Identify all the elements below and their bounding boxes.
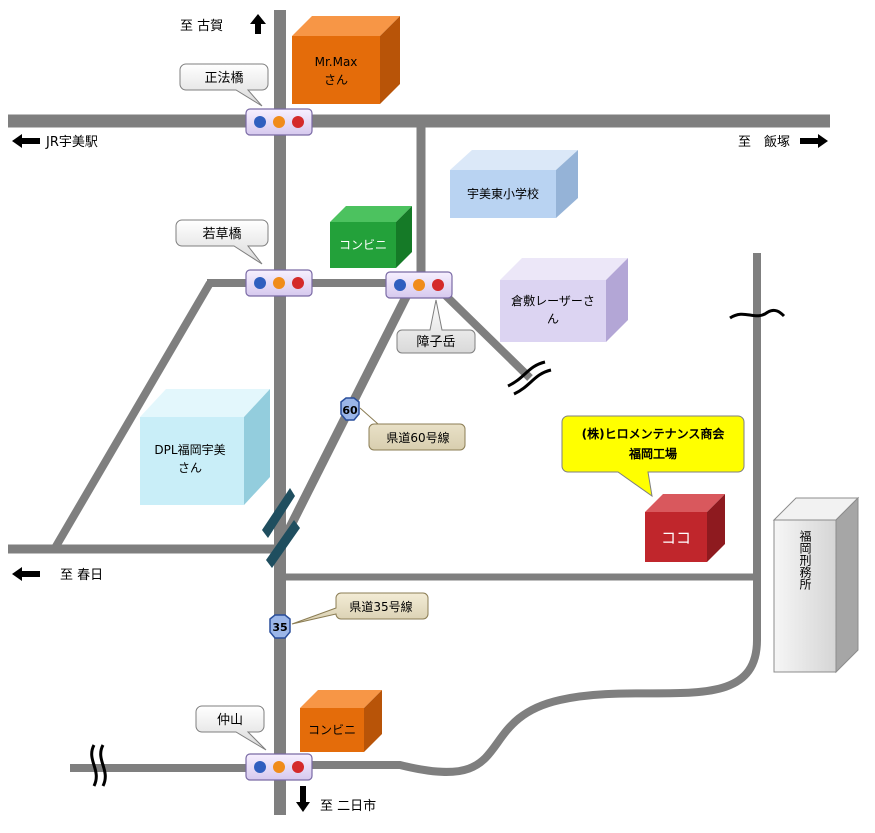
intersection-name-top: 正法橋 [204, 71, 243, 86]
route-60-shield-icon [340, 397, 360, 421]
kurashiki-label-2: ん [547, 312, 559, 326]
road-right-winding [300, 253, 761, 776]
overpass-mark-lower [266, 520, 300, 568]
conv-bottom-label: コンビニ [308, 723, 356, 737]
building-convenience-top: コンビニ [330, 206, 412, 268]
arrow-up-icon [250, 14, 266, 34]
building-kurashiki: 倉敷レーザーさ ん [500, 258, 628, 342]
building-dpl: DPL福岡宇美 さん [140, 389, 270, 505]
intersection-label-right: 障子岳 [396, 299, 476, 354]
conv-top-label: コンビニ [339, 238, 387, 252]
callout-line-2: 福岡工場 [628, 446, 677, 461]
road-35-sign: 35 県道35号線 [269, 592, 429, 639]
intersection-label-mid: 若草橋 [175, 219, 269, 265]
road-60-diagonal [267, 286, 415, 566]
direction-west2: 至 春日 [12, 567, 103, 583]
direction-north: 至 古賀 [180, 14, 266, 34]
road-branch-lower-right [437, 287, 533, 381]
traffic-signal-top [245, 108, 313, 136]
traffic-signal-right [385, 271, 453, 299]
building-mrmax: Mr.Max さん [292, 16, 400, 104]
prison-label: 福岡刑務所 [798, 529, 812, 590]
direction-east: 至 飯塚 [738, 134, 828, 150]
traffic-signal-mid [245, 269, 313, 297]
mrmax-label-2: さん [324, 73, 348, 87]
company-callout: (株)ヒロメンテナンス商会 福岡工場 [561, 415, 745, 498]
building-convenience-bottom: コンビニ [300, 690, 382, 752]
direction-east-label: 至 飯塚 [738, 135, 790, 150]
intersection-name-mid: 若草橋 [202, 226, 241, 242]
route-60-number: 60 [342, 404, 358, 417]
route-35-number: 35 [272, 621, 287, 634]
break-mark-bottom-left-2 [99, 744, 107, 787]
kurashiki-label-1: 倉敷レーザーさ [511, 293, 595, 308]
mrmax-label-1: Mr.Max [315, 55, 358, 69]
route-35-shield-icon [269, 614, 291, 639]
overpass-mark-upper [262, 488, 295, 538]
direction-west-label: JR宇美駅 [45, 135, 98, 150]
building-prison: 福岡刑務所 [772, 496, 860, 674]
break-mark-right [729, 308, 786, 320]
direction-west: JR宇美駅 [12, 134, 98, 150]
route-60-label: 県道60号線 [386, 430, 449, 445]
intersection-label-top: 正法橋 [179, 63, 269, 107]
road-diagonal-left [51, 280, 214, 551]
dpl-label-1: DPL福岡宇美 [154, 442, 225, 457]
road-60-sign: 60 県道60号線 [340, 397, 466, 451]
arrow-down-icon [296, 786, 310, 812]
break-mark-branch [507, 360, 546, 388]
school-label: 宇美東小学校 [467, 186, 539, 201]
intersection-label-bottom: 仲山 [195, 705, 267, 751]
direction-west2-label: 至 春日 [60, 568, 103, 583]
arrow-left-icon [12, 567, 40, 581]
building-school: 宇美東小学校 [450, 150, 578, 218]
direction-north-label: 至 古賀 [180, 19, 223, 34]
roads [8, 10, 830, 815]
arrow-right-icon [800, 134, 828, 148]
building-here: ココ [645, 494, 725, 562]
callout-line-1: (株)ヒロメンテナンス商会 [582, 426, 726, 441]
intersection-name-right: 障子岳 [416, 335, 455, 350]
traffic-signal-bottom [245, 753, 313, 781]
dpl-label-2: さん [178, 461, 202, 475]
road-breaks [90, 308, 786, 787]
arrow-left-icon [12, 134, 40, 148]
direction-south-label: 至 二日市 [320, 798, 376, 814]
direction-south: 至 二日市 [296, 786, 376, 814]
route-35-label: 県道35号線 [349, 599, 412, 614]
here-label: ココ [661, 529, 691, 547]
break-mark-branch-2 [513, 368, 552, 396]
intersection-name-bottom: 仲山 [217, 713, 243, 728]
break-mark-bottom-left [90, 744, 98, 787]
